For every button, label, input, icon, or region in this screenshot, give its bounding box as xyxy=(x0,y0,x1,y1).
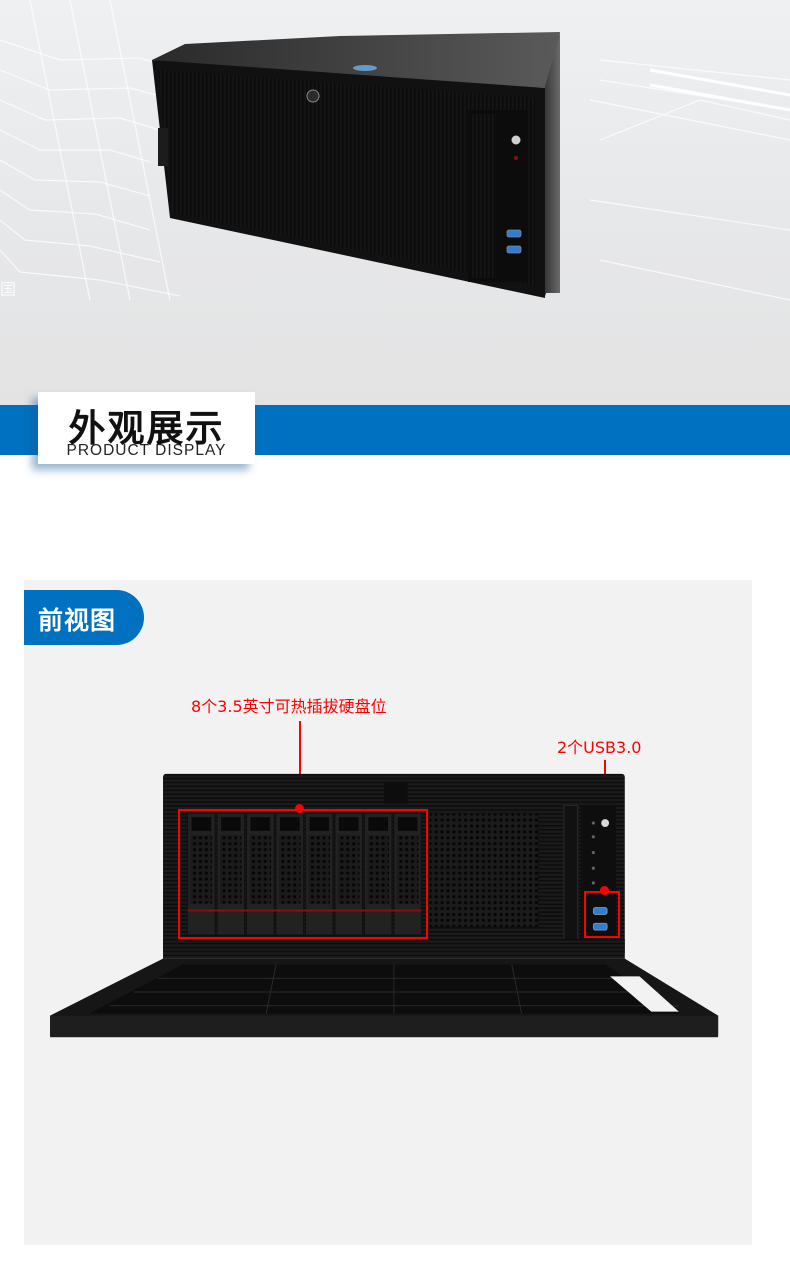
section-title-card: 外观展示 PRODUCT DISPLAY xyxy=(38,392,255,464)
server-front-image xyxy=(50,773,719,1038)
callout-usb: 2个USB3.0 xyxy=(557,738,642,757)
hero-edge-text: 国 xyxy=(0,280,17,299)
front-view-label: 前视图 xyxy=(38,606,117,635)
callout-dot-drive-bays xyxy=(295,804,304,813)
callout-dot-usb xyxy=(600,886,609,895)
drive-bays xyxy=(187,812,422,936)
hero-banner: 国 xyxy=(0,0,790,405)
usb-ports-highlight xyxy=(584,891,620,938)
callout-line-drive-bays xyxy=(299,721,301,809)
usb-port-2 xyxy=(592,922,608,931)
callout-drive-bays: 8个3.5英寸可热插拔硬盘位 xyxy=(191,697,387,716)
usb-port-1 xyxy=(592,907,608,915)
section-title-cn: 外观展示 xyxy=(68,407,225,450)
server-chassis-image xyxy=(152,32,560,298)
front-view-tag: 前视图 xyxy=(24,590,144,645)
drive-bays-highlight xyxy=(178,809,428,939)
hero-background-grid xyxy=(0,0,790,301)
lock-icon xyxy=(306,89,320,103)
section-title-en: PRODUCT DISPLAY xyxy=(66,442,227,459)
front-view-panel: 前视图 8个3.5英寸可热插拔硬盘位 2个USB3.0 xyxy=(24,580,752,1245)
